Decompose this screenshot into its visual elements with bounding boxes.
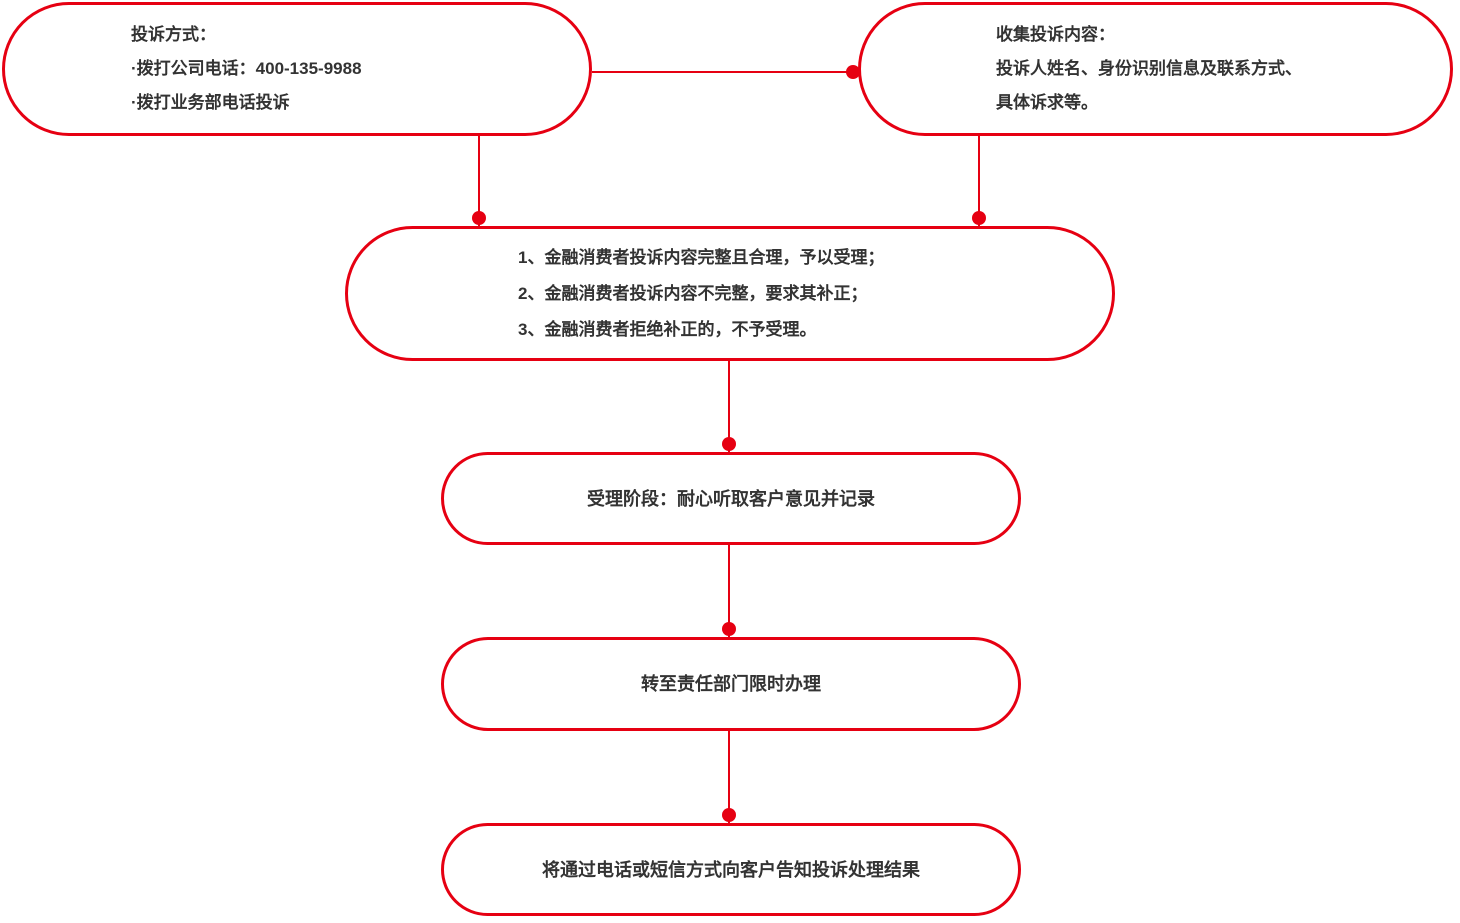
node-text-line: 收集投诉内容： — [996, 25, 1115, 44]
node-text-line: 3、金融消费者拒绝补正的，不予受理。 — [518, 319, 817, 339]
node-text-line: 转至责任部门限时办理 — [641, 674, 821, 694]
connector-dot — [472, 211, 486, 225]
node-complaint-methods: 投诉方式： ·拨打公司电话：400-135-9988 ·拨打业务部电话投诉 — [2, 2, 592, 136]
connector-dot — [722, 622, 736, 636]
node-acceptance-rules: 1、金融消费者投诉内容完整且合理，予以受理； 2、金融消费者投诉内容不完整，要求… — [345, 226, 1115, 361]
node-notify-result: 将通过电话或短信方式向客户告知投诉处理结果 — [441, 823, 1021, 916]
connector-line — [592, 71, 858, 73]
connector-dot — [846, 65, 860, 79]
node-text-line: 将通过电话或短信方式向客户告知投诉处理结果 — [542, 859, 920, 880]
connector-dot — [722, 808, 736, 822]
node-text-line: ·拨打业务部电话投诉 — [131, 93, 290, 112]
node-text-line: 具体诉求等。 — [996, 93, 1098, 112]
connector-line — [478, 135, 480, 226]
node-text-line: 2、金融消费者投诉内容不完整，要求其补正； — [518, 283, 868, 303]
node-acceptance-stage: 受理阶段：耐心听取客户意见并记录 — [441, 452, 1021, 545]
node-text-line: 1、金融消费者投诉内容完整且合理，予以受理； — [518, 247, 885, 267]
connector-line — [728, 730, 730, 823]
connector-line — [978, 135, 980, 226]
connector-line — [728, 544, 730, 637]
node-text-line: ·拨打公司电话：400-135-9988 — [131, 59, 362, 78]
node-collect-content: 收集投诉内容： 投诉人姓名、身份识别信息及联系方式、 具体诉求等。 — [858, 2, 1453, 136]
node-text-line: 投诉人姓名、身份识别信息及联系方式、 — [996, 59, 1302, 78]
node-text-line: 受理阶段：耐心听取客户意见并记录 — [587, 488, 875, 509]
connector-line — [728, 359, 730, 452]
connector-dot — [722, 437, 736, 451]
connector-dot — [972, 211, 986, 225]
node-text-line: 投诉方式： — [131, 25, 216, 44]
node-transfer-department: 转至责任部门限时办理 — [441, 637, 1021, 731]
